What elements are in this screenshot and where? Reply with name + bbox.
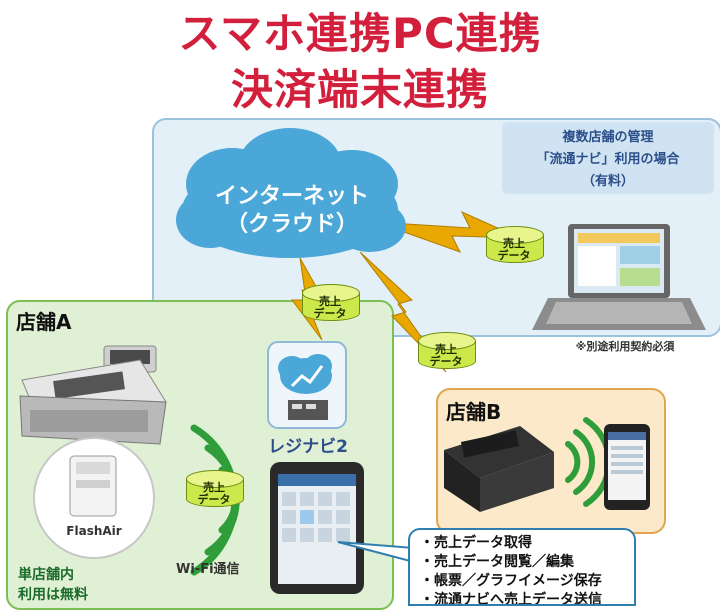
- sales-data-cylinder-wifi: 売上データ: [186, 470, 244, 510]
- wifi-label: Wi-Fi通信: [176, 562, 240, 577]
- features-callout: ・売上データ取得 ・売上データ閲覧／編集 ・帳票／グラフイメージ保存 ・流通ナビ…: [408, 528, 636, 606]
- wifi-signal-icon-store-b: [565, 417, 612, 507]
- sales-data-cylinder-store-a: 売上データ: [302, 284, 360, 324]
- feature-item: ・売上データ取得: [420, 535, 532, 551]
- smartphone-icon: [604, 424, 650, 510]
- cloud-label-line-1: インターネット: [214, 184, 369, 209]
- store-a-free-line-1: 単店舗内: [18, 567, 74, 583]
- flashair-card-icon: [33, 437, 155, 559]
- top-panel-line-1: 複数店舗の管理: [562, 130, 654, 145]
- cash-register-icon: [19, 345, 167, 445]
- store-b-label: 店舗B: [446, 400, 502, 424]
- regi-navi-label: レジナビ2: [268, 437, 348, 457]
- title-line-2: 決済端末連携: [230, 65, 489, 114]
- top-panel-line-2: 「流通ナビ」利用の場合: [536, 152, 680, 167]
- feature-item: ・帳票／グラフイメージ保存: [420, 573, 602, 589]
- sales-data-cylinder-store-b: 売上データ: [418, 332, 476, 372]
- top-panel-header: [502, 122, 714, 194]
- top-panel-line-3: （有料）: [581, 174, 634, 189]
- regi-navi-app-icon: [267, 341, 347, 429]
- store-a-label: 店舗A: [16, 310, 72, 334]
- tablet-icon: [270, 462, 364, 594]
- flashair-label: FlashAir: [66, 524, 122, 538]
- cloud-label-line-2: （クラウド）: [225, 212, 358, 237]
- sales-data-cylinder-laptop: 売上データ: [486, 226, 544, 266]
- feature-item: ・流通ナビへ売上データ送信: [420, 592, 602, 606]
- store-a-free-line-2: 利用は無料: [18, 587, 88, 603]
- feature-item: ・売上データ閲覧／編集: [420, 554, 574, 570]
- laptop-contract-note: ※別途利用契約必須: [575, 340, 675, 353]
- store-b-register-icon: [444, 426, 554, 512]
- title-line-1: スマホ連携PC連携: [178, 9, 542, 58]
- cloud-icon: [176, 128, 406, 258]
- laptop-icon: [532, 224, 706, 330]
